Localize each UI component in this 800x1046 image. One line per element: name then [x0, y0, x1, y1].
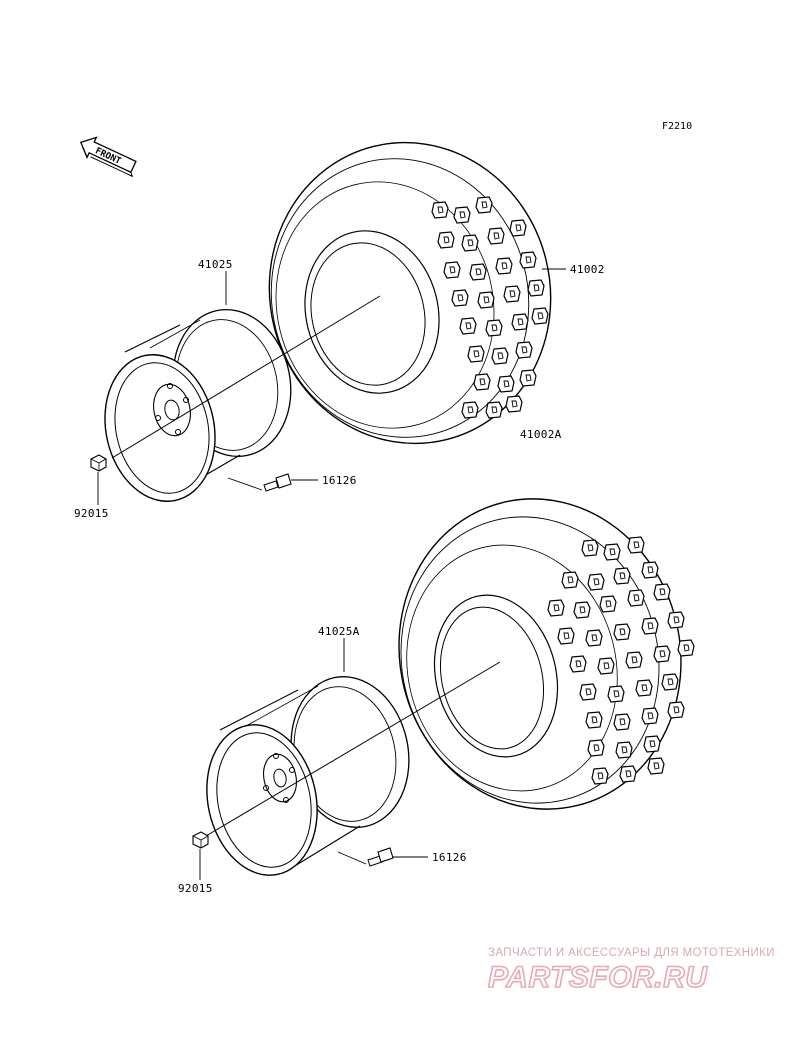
- nut-92015-lower: [192, 831, 209, 849]
- figure-code: F2210: [662, 121, 693, 132]
- tire-41002: [268, 141, 552, 445]
- watermark-logo: PARTSFOR.RU: [487, 960, 708, 995]
- wheel-41025A: [206, 676, 410, 876]
- part-label-16126-lower[interactable]: 16126: [432, 851, 467, 864]
- front-arrow-icon: FRONT: [79, 136, 137, 178]
- valve-16126-lower: [367, 847, 394, 867]
- watermark-tagline: ЗАПЧАСТИ И АКСЕССУАРЫ ДЛЯ МОТОТЕХНИКИ: [488, 947, 775, 959]
- part-label-41025[interactable]: 41025: [198, 258, 233, 271]
- part-label-92015-lower[interactable]: 92015: [178, 882, 213, 895]
- part-label-41002A[interactable]: 41002A: [520, 428, 562, 441]
- part-label-92015-upper[interactable]: 92015: [74, 507, 109, 520]
- axis-line-upper: [111, 295, 381, 459]
- part-label-16126-upper[interactable]: 16126: [322, 474, 357, 487]
- axis-line-lower: [205, 661, 501, 837]
- part-label-41025A[interactable]: 41025A: [318, 625, 360, 638]
- nut-92015-upper: [90, 454, 107, 472]
- wheel-41025: [104, 308, 292, 502]
- tire-41002A: [398, 498, 695, 810]
- valve-link-upper: [227, 477, 263, 491]
- valve-16126-upper: [263, 473, 292, 492]
- valve-link-lower: [337, 851, 367, 865]
- part-label-41002[interactable]: 41002: [570, 263, 605, 276]
